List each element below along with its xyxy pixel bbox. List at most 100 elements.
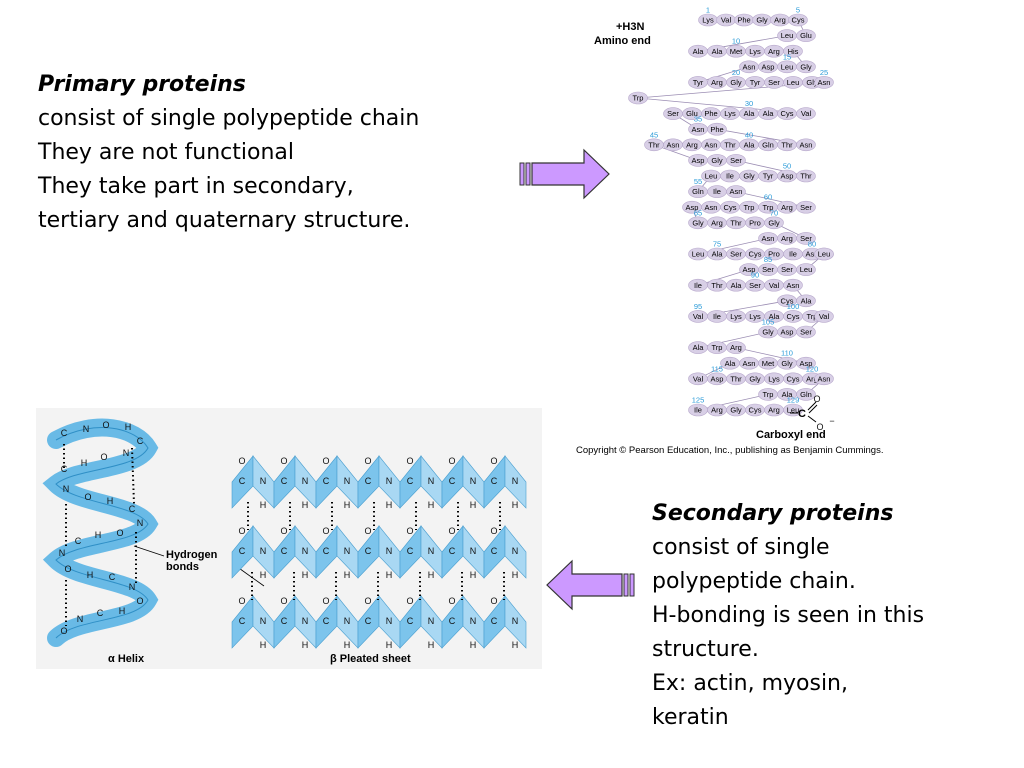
primary-line-2: They are not functional xyxy=(38,140,294,165)
amino-acid-label: Gly xyxy=(800,62,812,71)
amino-acid-bead: Gly xyxy=(796,60,816,74)
amino-acid-bead: Gly xyxy=(764,216,784,230)
amino-acid-bead: Val xyxy=(688,372,708,386)
amino-acid-bead: Arg xyxy=(707,403,727,417)
sheet-atom: O xyxy=(364,596,371,606)
amino-acid-bead: Thr xyxy=(707,278,727,292)
sheet-atom: C xyxy=(365,546,372,556)
amino-acid-label: Cys xyxy=(787,312,800,321)
sheet-atom: C xyxy=(281,546,288,556)
amino-acid-bead: Lys xyxy=(764,372,784,386)
sheet-atom: H xyxy=(302,640,309,650)
amino-acid-label: Gly xyxy=(730,78,742,87)
carboxyl-oxygen-1: O xyxy=(813,394,820,404)
helix-atom: H xyxy=(125,422,132,432)
amino-acid-label: Ala xyxy=(693,343,705,352)
residue-number: 125 xyxy=(692,396,705,405)
sheet-atom: N xyxy=(512,476,519,486)
helix-atom: C xyxy=(97,608,104,618)
amino-acid-bead: Gly xyxy=(758,325,778,339)
sheet-atom: H xyxy=(386,500,393,510)
amino-acid-label: Trp xyxy=(712,343,723,352)
sheet-atom: N xyxy=(260,476,267,486)
amino-acid-label: Cys xyxy=(781,109,794,118)
amino-acid-label: Cys xyxy=(787,374,800,383)
secondary-line-1: consist of single xyxy=(652,535,830,560)
amino-acid-bead: Thr xyxy=(796,169,816,183)
sheet-atom: O xyxy=(238,526,245,536)
sheet-atom: C xyxy=(449,476,456,486)
amino-acid-label: Asn xyxy=(787,281,800,290)
sheet-atom: O xyxy=(490,596,497,606)
sheet-atom: N xyxy=(512,546,519,556)
beta-sheet-label: β Pleated sheet xyxy=(330,653,411,665)
amino-acid-bead: Arg xyxy=(682,138,702,152)
sheet-atom: C xyxy=(491,546,498,556)
sheet-atom: O xyxy=(406,456,413,466)
amino-acid-label: Met xyxy=(762,359,775,368)
sheet-atom: N xyxy=(428,616,435,626)
amino-acid-label: Arg xyxy=(686,140,698,149)
amino-acid-bead: Ser xyxy=(796,200,816,214)
amino-acid-bead: Ile xyxy=(783,247,803,261)
amino-acid-label: Ile xyxy=(789,250,797,259)
amino-acid-label: His xyxy=(788,47,799,56)
amino-acid-label: Glu xyxy=(686,109,698,118)
amino-acid-bead: Val xyxy=(796,107,816,120)
amino-acid-label: Tyr xyxy=(763,172,774,181)
residue-number: 95 xyxy=(694,302,702,311)
amino-acid-label: Asn xyxy=(818,78,831,87)
helix-atom: N xyxy=(59,548,66,558)
carboxyl-oxygen-2: O xyxy=(816,422,823,432)
residue-number: 70 xyxy=(770,208,778,217)
amino-acid-bead: Phe xyxy=(701,107,721,120)
secondary-line-2: polypeptide chain. xyxy=(652,569,856,594)
helix-atom: H xyxy=(95,530,102,540)
sheet-atom: H xyxy=(344,570,351,580)
amino-acid-label: Arg xyxy=(711,218,723,227)
amino-acid-bead: Leu xyxy=(796,263,816,276)
sheet-atom: H xyxy=(428,640,435,650)
residue-number: 85 xyxy=(764,255,772,264)
sheet-atom: N xyxy=(386,476,393,486)
hydrogen-bond-dots xyxy=(63,444,137,626)
sheet-atom: C xyxy=(281,476,288,486)
amino-acid-bead: Asn xyxy=(726,185,746,198)
amino-acid-label: Arg xyxy=(730,343,742,352)
amino-acid-bead: Asn xyxy=(814,372,834,386)
sheet-atom: C xyxy=(323,546,330,556)
amino-acid-label: Ala xyxy=(744,109,756,118)
sheet-atom: H xyxy=(260,500,267,510)
amino-acid-label: Asn xyxy=(743,62,756,71)
residue-number: 60 xyxy=(764,193,772,202)
amino-acid-label: Val xyxy=(721,16,732,25)
amino-acid-bead: Ile xyxy=(688,278,708,292)
sheet-atom: N xyxy=(428,476,435,486)
amino-acid-bead: Arg xyxy=(770,13,790,27)
amino-acid-bead: Val xyxy=(814,310,834,323)
amino-acid-bead: Ser xyxy=(777,263,797,276)
sheet-atom: C xyxy=(491,616,498,626)
amino-acid-bead: Arg xyxy=(777,232,797,245)
amino-acid-label: Tyr xyxy=(693,78,704,87)
sheet-atom: H xyxy=(512,570,519,580)
sheet-atom: O xyxy=(490,526,497,536)
sheet-atom: H xyxy=(386,640,393,650)
residue-number: 1 xyxy=(706,6,710,15)
secondary-line-4: structure. xyxy=(652,637,759,662)
amino-acid-bead: Met xyxy=(758,356,778,370)
sheet-atoms: CONHCONHCONHCONHCONHCONHCONHCONHCONHCONH… xyxy=(238,456,518,650)
amino-acid-bead: Asp xyxy=(707,372,727,386)
amino-acid-label: Leu xyxy=(787,406,800,415)
amino-acid-label: Cys xyxy=(749,250,762,259)
sheet-atom: N xyxy=(344,546,351,556)
sheet-atom: H xyxy=(260,570,267,580)
amino-acid-bead: Val xyxy=(764,278,784,292)
sheet-atom: O xyxy=(364,526,371,536)
c-terminus-label: C xyxy=(798,408,806,420)
amino-acid-label: Leu xyxy=(818,250,831,259)
residue-number: 45 xyxy=(650,130,658,139)
amino-acid-label: Cys xyxy=(749,406,762,415)
sheet-atom: C xyxy=(239,476,246,486)
